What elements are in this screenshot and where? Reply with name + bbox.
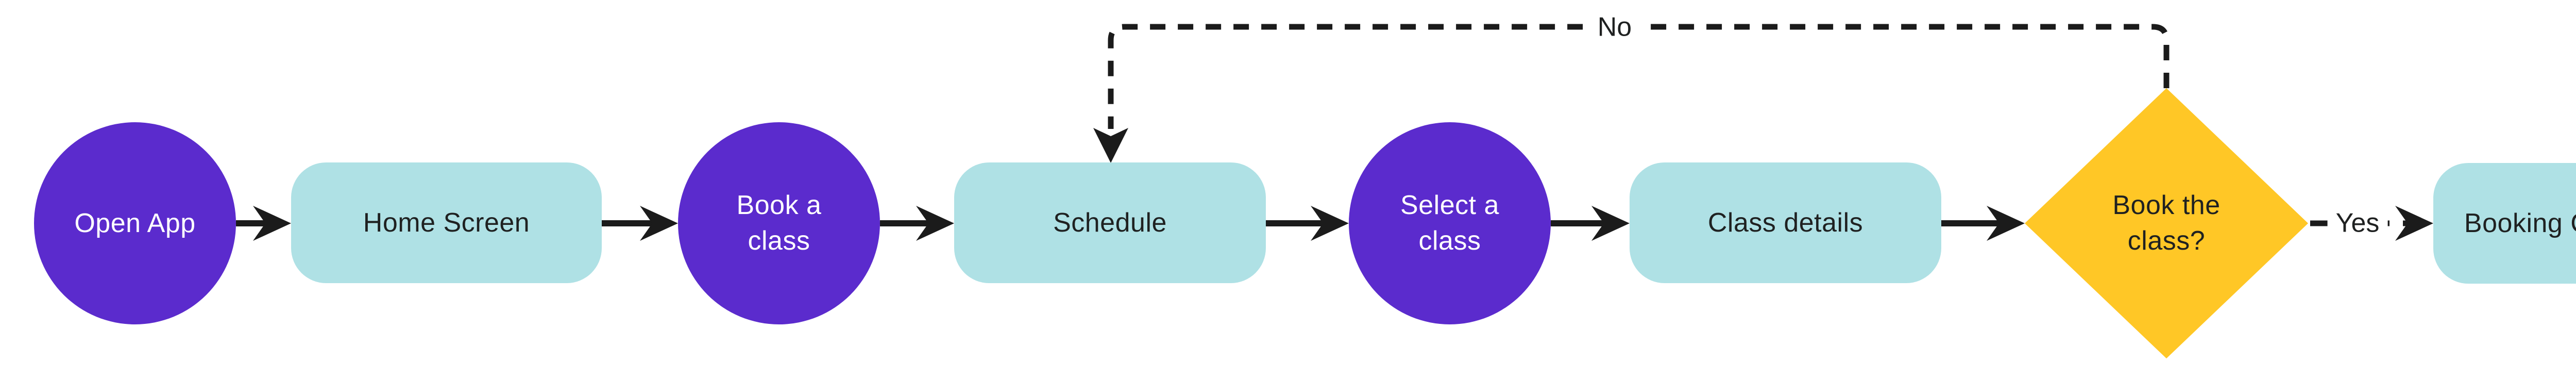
node-select-a-class-label: Select a class: [1400, 190, 1499, 256]
node-open-app-label: Open App: [74, 208, 196, 238]
node-select-a-class[interactable]: Select a class: [1349, 122, 1551, 324]
node-book-the-class-label: Book the class?: [2112, 190, 2221, 256]
node-open-app[interactable]: Open App: [34, 122, 236, 324]
connector-yes-to-booking-confirmation: [2310, 206, 2433, 241]
node-schedule[interactable]: Schedule: [954, 162, 1266, 283]
connector-open-app-to-home-screen: [236, 206, 291, 241]
edge-label-no: No: [1589, 11, 1640, 43]
node-class-details-label: Class details: [1707, 207, 1863, 238]
node-schedule-label: Schedule: [1053, 207, 1167, 238]
connector-schedule-to-select-a-class: [1266, 206, 1349, 241]
connector-book-a-class-to-schedule: [880, 206, 954, 241]
connector-no-to-schedule: [1093, 24, 2170, 163]
node-book-a-class-label: Book a class: [736, 190, 822, 256]
node-home-screen[interactable]: Home Screen: [291, 162, 602, 283]
connector-select-a-class-to-class-details: [1551, 206, 1630, 241]
node-home-screen-label: Home Screen: [363, 207, 530, 238]
edge-label-yes: Yes: [2327, 207, 2388, 239]
connector-home-screen-to-book-a-class: [602, 206, 678, 241]
connector-class-details-to-book-the-class: [1941, 206, 2025, 241]
node-booking-confirmation[interactable]: Booking Confirmation: [2433, 163, 2576, 284]
node-class-details[interactable]: Class details: [1630, 162, 1941, 283]
node-booking-confirmation-label: Booking Confirmation: [2464, 208, 2576, 238]
node-book-a-class[interactable]: Book a class: [678, 122, 880, 324]
